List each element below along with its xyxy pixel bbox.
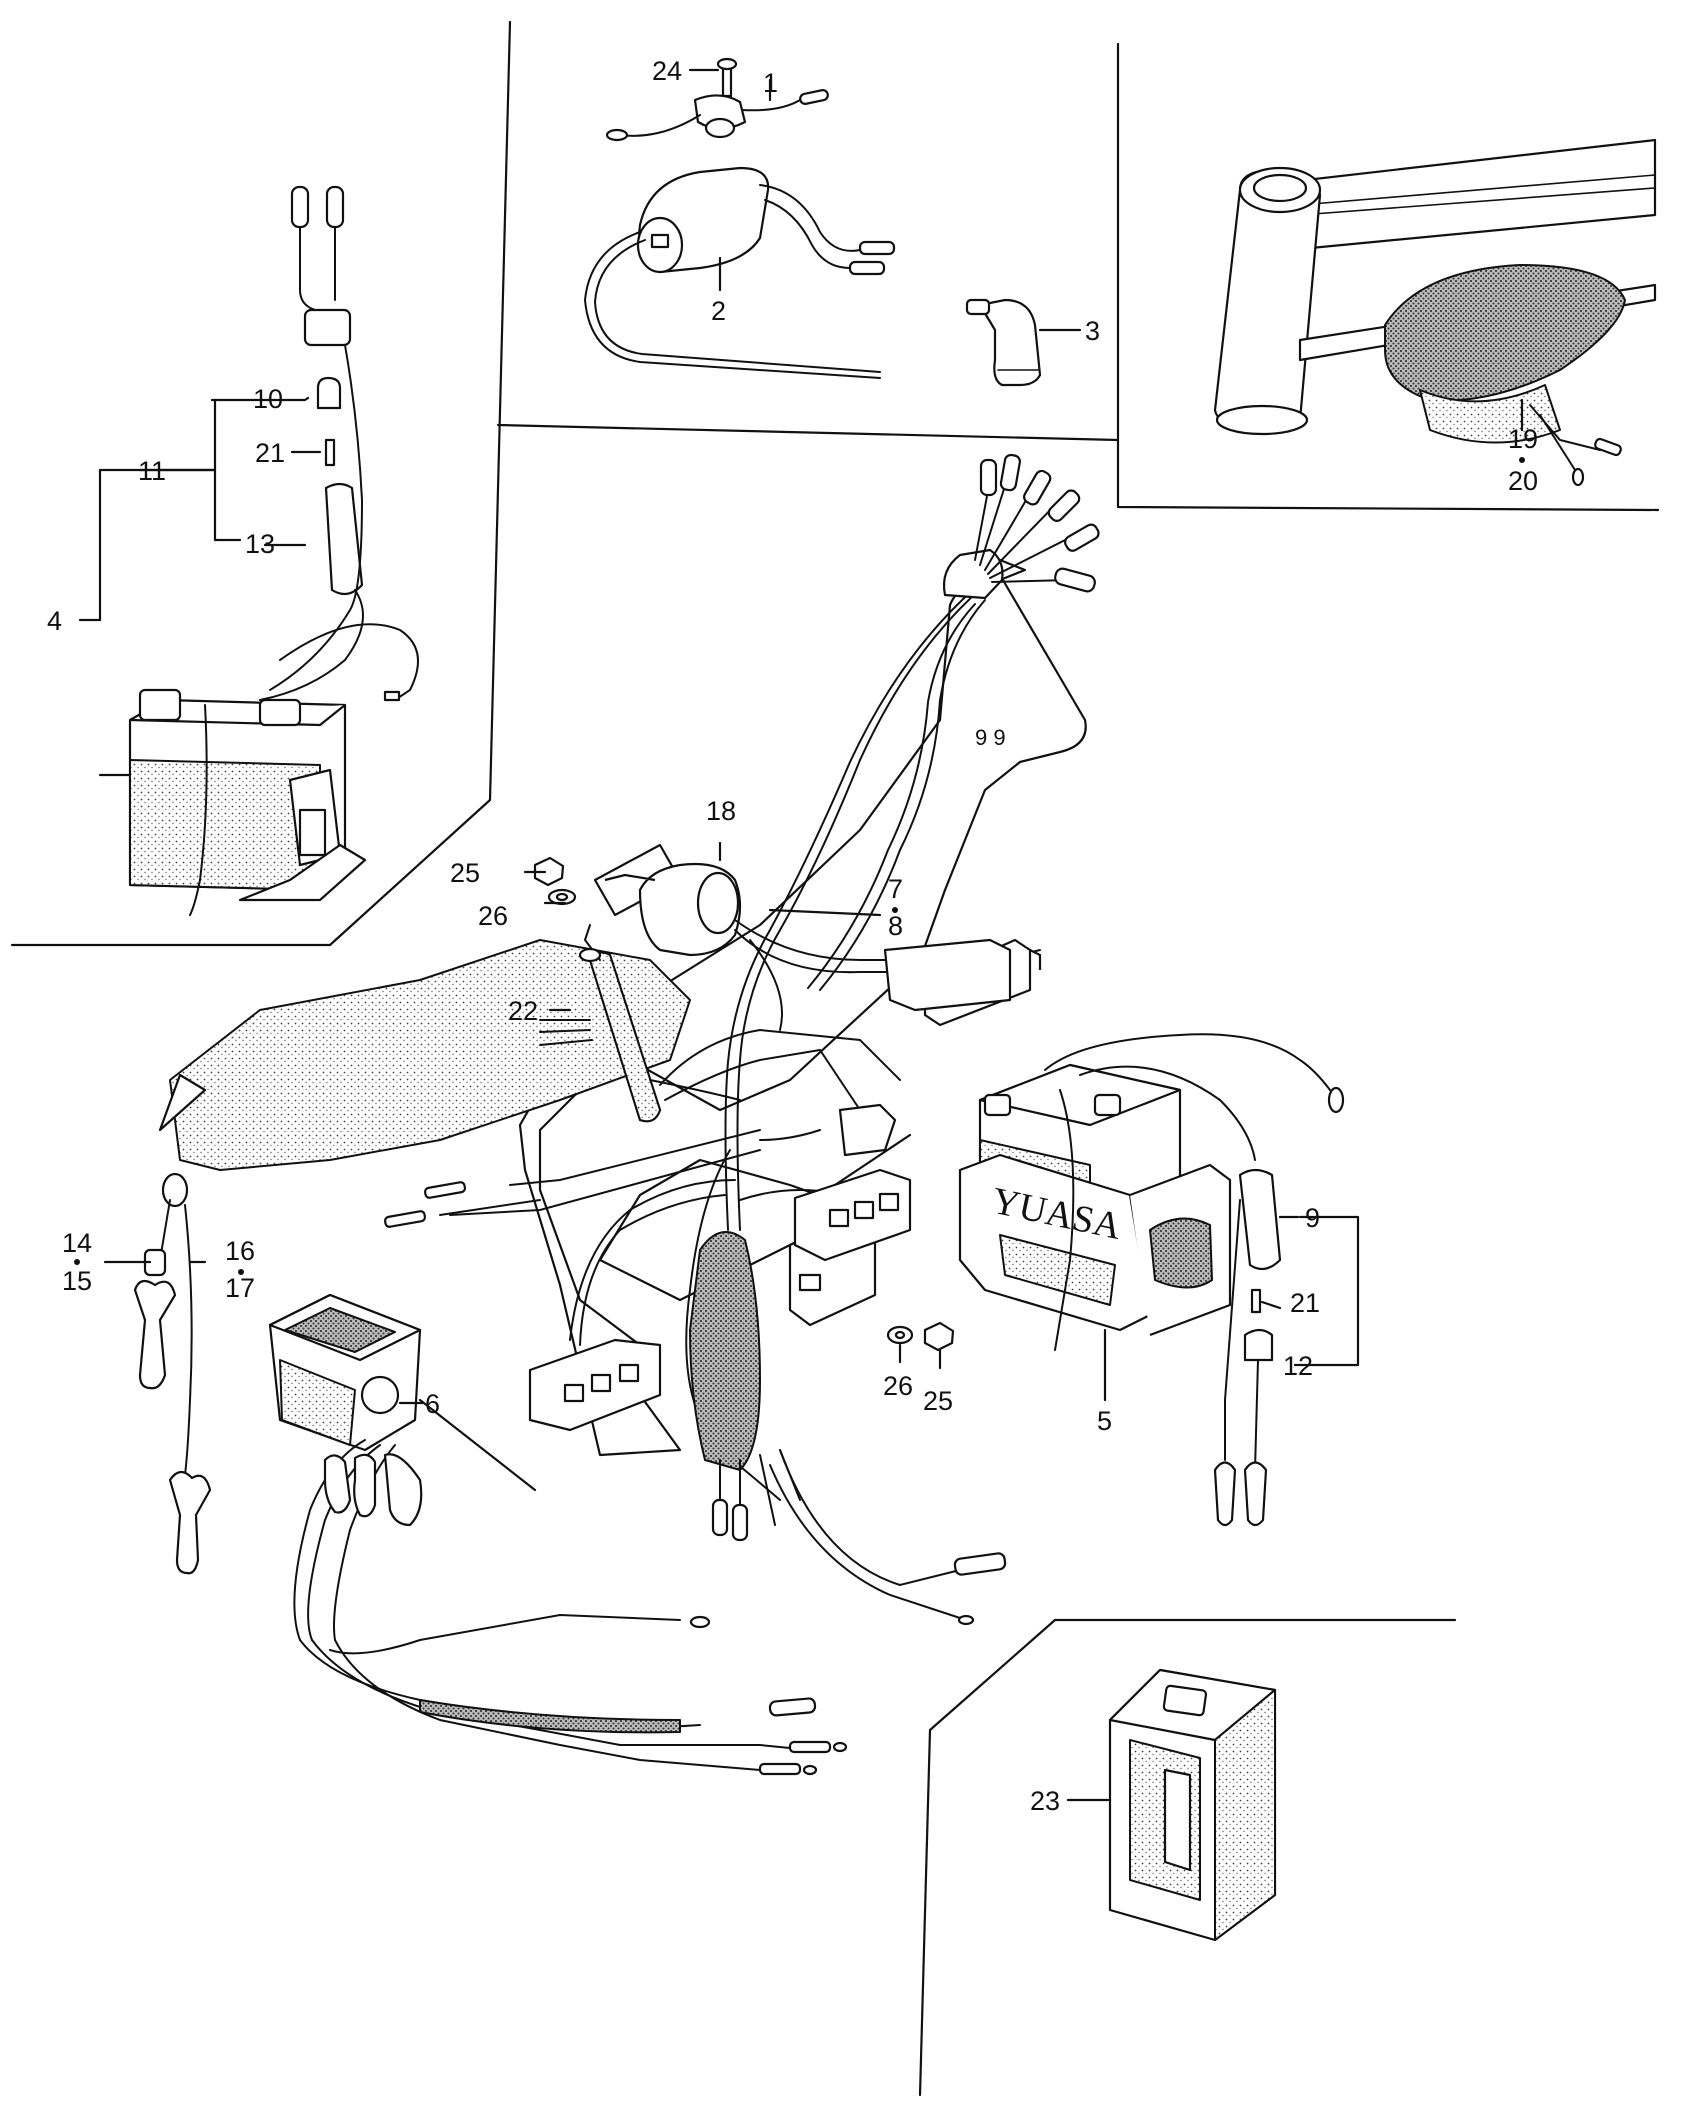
harness-ends-14-17 — [133, 1172, 212, 1575]
frame-and-harness: 9 9 — [158, 453, 1100, 1626]
callout-20: 20 — [1508, 466, 1538, 496]
ignition-coil-part-2 — [583, 166, 896, 379]
coil-part-22 — [578, 947, 602, 963]
callout-8: 8 — [888, 911, 903, 941]
callout-14: 14 — [62, 1228, 92, 1258]
callout-25-lower: 25 — [923, 1386, 953, 1416]
callout-3: 3 — [1085, 316, 1100, 346]
callout-13: 13 — [245, 529, 275, 559]
callout-5: 5 — [1097, 1406, 1112, 1436]
callout-7: 7 — [888, 874, 903, 904]
callout-4: 4 — [47, 606, 62, 636]
callout-6: 6 — [425, 1389, 440, 1419]
leader-lines — [78, 68, 1524, 1802]
callout-1: 1 — [763, 68, 778, 98]
regulator-part-6 — [268, 1293, 848, 1776]
callout-26-upper: 26 — [478, 901, 508, 931]
callout-23: 23 — [1030, 1786, 1060, 1816]
callout-2: 2 — [711, 296, 726, 326]
callout-11: 11 — [138, 456, 166, 486]
callout-12: 12 — [1283, 1351, 1313, 1381]
callout-15: 15 — [62, 1266, 92, 1296]
callout-16: 16 — [225, 1236, 255, 1266]
callout-9: 9 — [1305, 1203, 1320, 1233]
nut-washer-lower — [886, 1321, 955, 1352]
headlight-assembly — [1213, 138, 1657, 487]
switch-part-1 — [605, 57, 829, 142]
connector-block-right — [883, 938, 1012, 1012]
fuse-holder-9-12 — [1213, 1168, 1282, 1527]
rectifier-assembly-part-4 — [128, 185, 419, 916]
frame-stamp: 9 9 — [975, 725, 1006, 750]
callout-numbers: 24 1 2 3 10 21 11 13 4 19 20 18 25 26 7 … — [47, 56, 1538, 1816]
callout-22: 22 — [508, 996, 538, 1026]
panel-frame-lines — [10, 20, 1660, 2097]
nut-washer-upper — [533, 856, 577, 906]
callout-26-lower: 26 — [883, 1371, 913, 1401]
relay-box-part-23 — [1108, 1668, 1277, 1942]
spark-plug-cap-part-3 — [965, 298, 1042, 387]
callout-21-right: 21 — [1290, 1288, 1320, 1318]
callout-24: 24 — [652, 56, 682, 86]
callout-18: 18 — [706, 796, 736, 826]
callout-25-upper: 25 — [450, 858, 480, 888]
battery-part-5: YUASA — [958, 1033, 1345, 1351]
callout-21-left: 21 — [255, 438, 285, 468]
callout-19: 19 — [1508, 424, 1538, 454]
relay-part-7-8 — [604, 873, 656, 882]
callout-10: 10 — [253, 384, 283, 414]
callout-17: 17 — [225, 1273, 255, 1303]
